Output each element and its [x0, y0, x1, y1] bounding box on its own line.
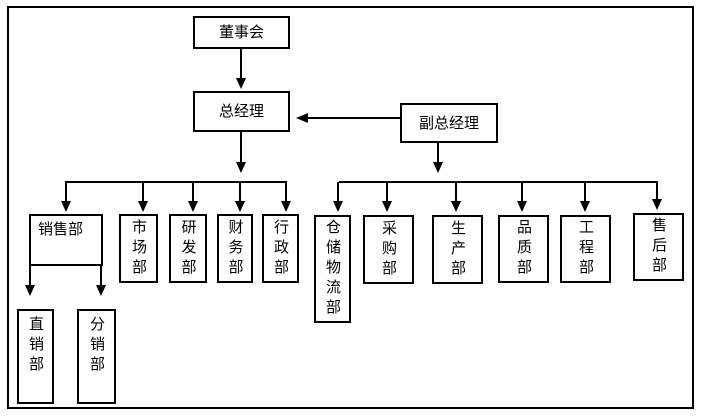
- node-board-of-directors: 董事会: [193, 16, 290, 49]
- node-label: 市场部: [130, 218, 148, 279]
- node-label: 研发部: [179, 218, 198, 279]
- node-label: 总经理: [218, 102, 264, 120]
- node-label: 仓储物流部: [324, 219, 342, 319]
- drop-arrowhead-production: [451, 201, 461, 212]
- node-label: 工程部: [577, 219, 595, 279]
- node-label: 董事会: [218, 23, 264, 41]
- drop-line-finance: [239, 182, 241, 202]
- drop-arrowhead-engineering: [580, 201, 590, 212]
- drop-line-market: [142, 182, 144, 202]
- node-distribution-dept: 分销部: [77, 309, 116, 404]
- drop-line-aftersales: [656, 182, 658, 200]
- node-label: 采购部: [380, 219, 398, 280]
- connector-dgm-gm-arrowhead: [296, 113, 308, 123]
- node-label: 品质部: [515, 219, 533, 279]
- node-admin-dept: 行政部: [262, 214, 299, 283]
- right-branch-rail: [339, 181, 658, 183]
- drop-arrowhead-finance: [235, 201, 245, 212]
- connector-gm-down-arrowhead: [236, 162, 246, 173]
- node-direct-sales-dept: 直销部: [17, 309, 54, 404]
- connector-dgm-gm-line: [307, 117, 400, 119]
- node-aftersales-dept: 售后部: [633, 213, 684, 281]
- node-production-dept: 生产部: [432, 215, 483, 284]
- connector-board-gm-line: [240, 48, 242, 79]
- drop-arrowhead-warehouse-logistics: [333, 201, 343, 212]
- node-deputy-general-manager: 副总经理: [400, 103, 498, 143]
- node-engineering-dept: 工程部: [560, 215, 611, 283]
- node-label: 销售部: [38, 220, 84, 238]
- drop-line-quality: [521, 182, 523, 202]
- chart-outer-border: [7, 6, 694, 409]
- drop-line-direct-sales: [29, 265, 31, 286]
- drop-line-sales: [65, 182, 67, 202]
- drop-arrowhead-admin: [281, 201, 291, 212]
- node-general-manager: 总经理: [193, 91, 290, 132]
- connector-dgm-down-arrowhead: [433, 162, 443, 173]
- drop-arrowhead-purchasing: [382, 201, 392, 212]
- drop-arrowhead-quality: [517, 201, 527, 212]
- drop-arrowhead-aftersales: [652, 199, 662, 210]
- node-purchasing-dept: 采购部: [363, 215, 414, 284]
- drop-arrowhead-sales: [61, 201, 71, 212]
- node-label: 售后部: [650, 217, 668, 277]
- node-market-dept: 市场部: [119, 214, 158, 283]
- node-label: 分销部: [88, 316, 106, 376]
- connector-dgm-down-line: [437, 142, 439, 163]
- drop-line-warehouse-logistics: [337, 182, 339, 202]
- node-label: 生产部: [449, 219, 467, 280]
- node-label: 副总经理: [418, 113, 479, 132]
- drop-arrowhead-market: [138, 201, 148, 212]
- node-label: 财务部: [226, 218, 245, 279]
- node-quality-dept: 品质部: [498, 215, 549, 283]
- left-branch-rail: [65, 181, 287, 183]
- drop-line-purchasing: [386, 182, 388, 202]
- drop-line-distribution: [100, 265, 102, 286]
- drop-line-admin: [285, 182, 287, 202]
- drop-arrowhead-distribution: [96, 285, 106, 296]
- connector-board-gm-arrowhead: [236, 78, 246, 89]
- drop-arrowhead-rnd: [188, 201, 198, 212]
- node-sales-dept: 销售部: [29, 214, 103, 266]
- node-label: 行政部: [272, 218, 290, 279]
- drop-line-engineering: [584, 182, 586, 202]
- drop-arrowhead-direct-sales: [25, 285, 35, 296]
- node-finance-dept: 财务部: [217, 214, 253, 283]
- node-label: 直销部: [27, 316, 45, 376]
- node-rnd-dept: 研发部: [169, 214, 207, 283]
- node-warehouse-logistics-dept: 仓储物流部: [314, 215, 351, 323]
- connector-gm-down-line: [240, 131, 242, 163]
- drop-line-rnd: [192, 182, 194, 202]
- drop-line-production: [455, 182, 457, 202]
